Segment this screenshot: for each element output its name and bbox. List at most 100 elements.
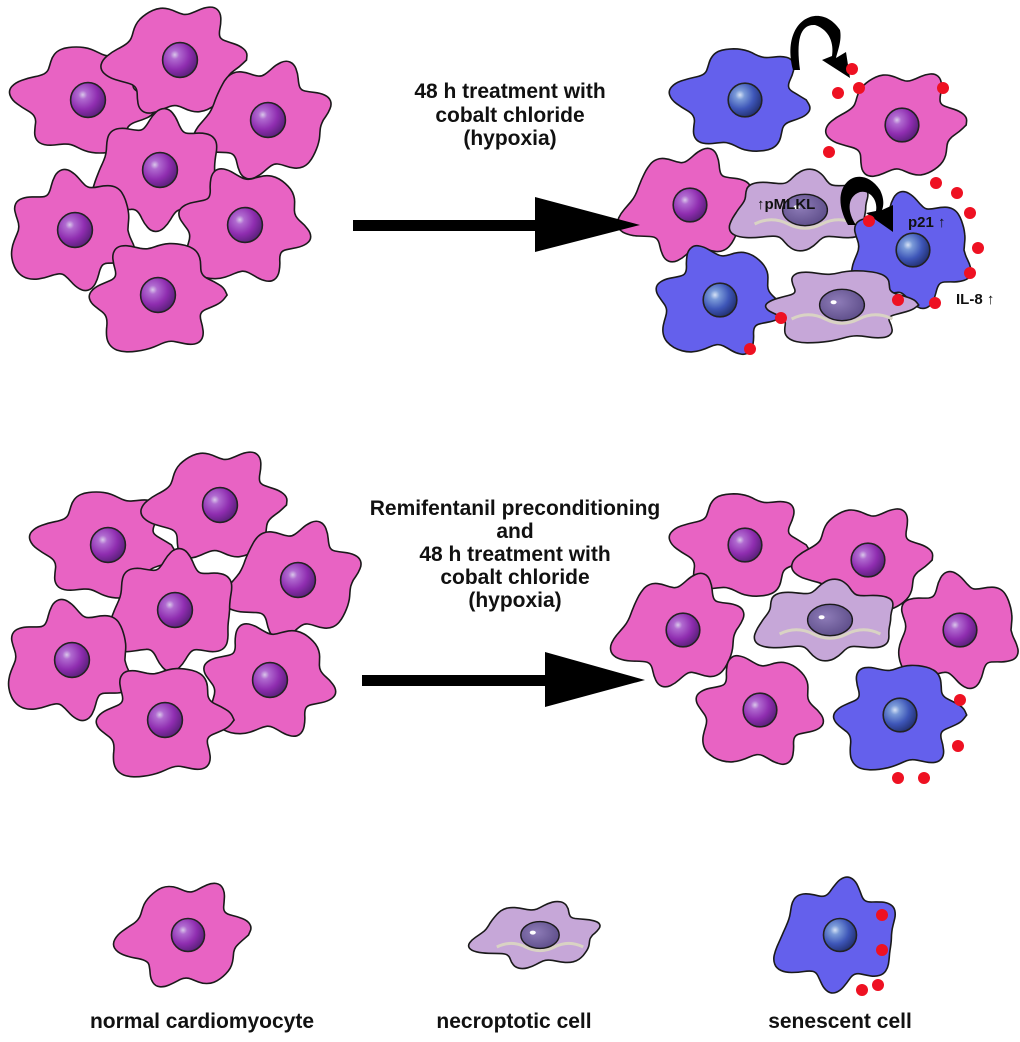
nucleus [942, 612, 978, 648]
p21-label: p21 [908, 214, 934, 231]
cytoplasm-texture [778, 628, 882, 640]
sasp-dot [972, 242, 984, 254]
legend-label-necroptotic: necroptotic cell [436, 1010, 592, 1033]
nucleus-highlight [830, 300, 837, 305]
sasp-dot [846, 63, 858, 75]
senescent-cell [773, 876, 896, 994]
secretion-arrow-upper [790, 15, 850, 78]
sasp-dot [892, 772, 904, 784]
top-condition-line: (hypoxia) [463, 127, 557, 151]
nucleus [201, 486, 239, 524]
top-condition-line: cobalt chloride [435, 103, 585, 127]
cytoplasm-texture [753, 218, 857, 230]
nucleus-highlight [818, 615, 825, 620]
nucleus [727, 82, 763, 118]
sasp-dot [964, 267, 976, 279]
normal-cell [10, 168, 136, 292]
normal-cell [100, 6, 248, 114]
nucleus [727, 527, 763, 563]
bottom-before-cell-group [7, 451, 362, 778]
nucleus [53, 641, 91, 679]
nucleus [146, 701, 184, 739]
cytoplasm-texture [496, 941, 584, 953]
normal-cell [203, 622, 337, 738]
bottom-condition-line: Remifentanil preconditioning [369, 497, 661, 520]
top-before-cell-group [8, 6, 332, 353]
sasp-dot [929, 297, 941, 309]
top-condition-line: 48 h treatment with [414, 80, 606, 103]
sasp-dot [951, 187, 963, 199]
nucleus [672, 187, 708, 223]
sasp-dot [952, 740, 964, 752]
nucleus [170, 917, 206, 953]
normal-cell [106, 547, 233, 673]
nucleus [249, 101, 287, 139]
senescent-cell [832, 664, 968, 771]
nucleus [139, 276, 177, 314]
nucleus [161, 41, 199, 79]
up-arrow-icon: ↑ [938, 214, 946, 231]
legend-cell-group [112, 876, 896, 996]
normal-cell [88, 242, 229, 353]
sasp-dot [918, 772, 930, 784]
normal-cell [112, 882, 252, 988]
bottom-condition-line: and [496, 520, 534, 544]
sasp-dot-group-top [744, 63, 984, 355]
legend-label-senescent: senescent cell [768, 1010, 912, 1033]
normal-cell [178, 167, 312, 283]
normal-cell [897, 570, 1019, 690]
nucleus [781, 193, 829, 227]
top-treatment-arrow [353, 197, 640, 252]
up-arrow-icon: ↑ [986, 291, 995, 308]
necroptotic-cell [728, 168, 869, 252]
normal-cell [668, 492, 811, 598]
necroptotic-cell [764, 269, 920, 344]
sasp-dot [744, 343, 756, 355]
normal-cell [609, 572, 745, 688]
pmlkl-label: pMLKL [764, 196, 816, 213]
nucleus [89, 526, 127, 564]
sasp-dot [863, 215, 875, 227]
pmlkl-marker: ↑pMLKL [757, 196, 815, 213]
nucleus [226, 206, 264, 244]
nucleus [279, 561, 317, 599]
sasp-dot [876, 944, 888, 956]
nucleus [156, 591, 194, 629]
nucleus [806, 603, 854, 637]
nucleus [850, 542, 886, 578]
normal-cell [192, 60, 332, 180]
sasp-dot [832, 87, 844, 99]
normal-cell [616, 147, 752, 263]
nucleus [141, 151, 179, 189]
sasp-dot [930, 177, 942, 189]
sasp-dot [775, 312, 787, 324]
bottom-condition-label: Remifentanil preconditioning and 48 h tr… [325, 497, 705, 612]
normal-cell [7, 598, 133, 722]
up-arrow-icon: ↑ [757, 196, 765, 213]
bottom-condition-line: (hypoxia) [468, 589, 562, 613]
sasp-dot [964, 207, 976, 219]
nucleus [818, 288, 866, 322]
nucleus [69, 81, 107, 119]
sasp-dot [892, 294, 904, 306]
nucleus [702, 282, 738, 318]
il8-marker: IL-8 ↑ [956, 291, 994, 308]
sasp-dot [856, 984, 868, 996]
p21-marker: p21 ↑ [908, 214, 946, 231]
nucleus [884, 107, 920, 143]
normal-cell [695, 654, 825, 766]
sasp-dot [823, 146, 835, 158]
sasp-dot [876, 909, 888, 921]
nucleus [251, 661, 289, 699]
il8-label: IL-8 [956, 291, 983, 308]
nucleus [822, 917, 858, 953]
normal-cell [95, 667, 236, 778]
necroptotic-cell [753, 578, 894, 662]
nucleus [520, 920, 560, 950]
secretion-arrow-lower [840, 176, 893, 232]
sasp-dot [853, 82, 865, 94]
nucleus [895, 232, 931, 268]
senescent-cell [668, 47, 811, 153]
bottom-condition-line: 48 h treatment with [419, 543, 611, 567]
